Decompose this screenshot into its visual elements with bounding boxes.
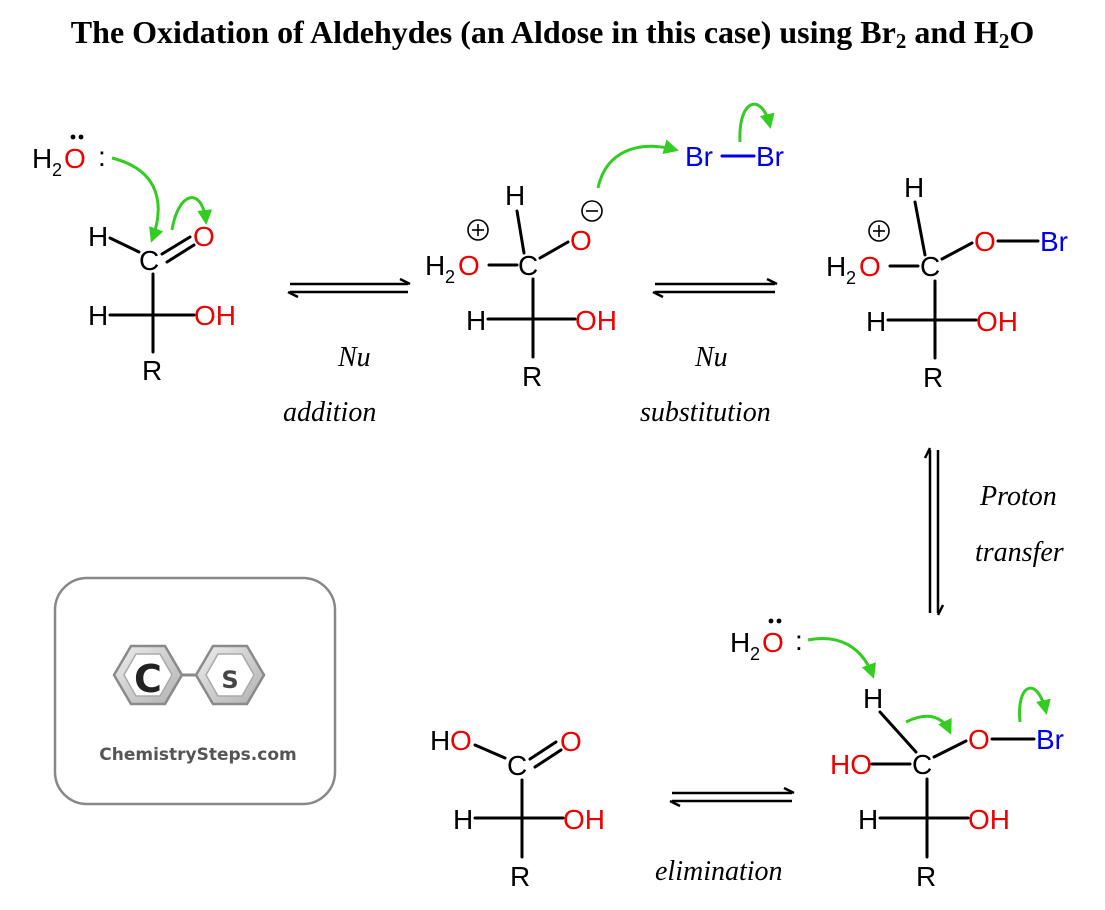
- plus-charge: [868, 220, 890, 242]
- plus-charge: [467, 219, 489, 241]
- step-label: elimination: [655, 856, 783, 887]
- logo-c-letter: C: [134, 657, 162, 701]
- water-subscript: 2: [846, 268, 856, 288]
- water-subscript: 2: [52, 160, 62, 180]
- lone-pair-dot: [78, 134, 84, 140]
- central-carbon: C: [518, 250, 538, 281]
- bond: [528, 740, 558, 761]
- lone-pair-dot: [768, 618, 774, 624]
- curved-arrow: [738, 102, 775, 143]
- equilibrium-arrow: [287, 277, 411, 299]
- r-group: R: [522, 361, 542, 392]
- oxygen: O: [974, 226, 996, 257]
- carbonyl-oxygen: O: [193, 221, 215, 252]
- logo-website: ChemistrySteps.com: [99, 745, 296, 765]
- chemistrysteps-logo: C S ChemistrySteps.com: [53, 576, 337, 806]
- equilibrium-arrow: [652, 277, 778, 299]
- bromine-atom: Br: [1036, 724, 1064, 755]
- acidic-h: H: [863, 683, 883, 714]
- equilibrium-arrow: [669, 786, 795, 808]
- curved-arrow: [596, 139, 679, 189]
- oxonium-oxygen: O: [859, 251, 881, 282]
- curved-arrow: [905, 714, 952, 735]
- bond: [940, 241, 974, 261]
- step-label: transfer: [975, 537, 1064, 568]
- equilibrium-arrow-vertical: [923, 447, 945, 616]
- bond: [165, 243, 196, 264]
- curved-arrow: [1018, 686, 1051, 723]
- alpha-h: H: [866, 306, 886, 337]
- step-label: addition: [283, 397, 376, 428]
- h-atom: H: [505, 180, 525, 211]
- curved-arrow: [807, 637, 876, 679]
- aldehyde-h: H: [88, 221, 108, 252]
- carboxyl-carbon: C: [507, 750, 527, 781]
- water-h: H: [730, 627, 750, 658]
- bromine-atom: Br: [1040, 226, 1068, 257]
- oxonium-oxygen: O: [458, 250, 480, 281]
- water-h: H: [826, 251, 846, 282]
- water-subscript: 2: [750, 644, 760, 664]
- step-label: Proton: [979, 481, 1057, 512]
- central-carbon: C: [912, 749, 932, 780]
- tetrahedral-intermediate: H H 2 O C O H OH R Br Br: [425, 102, 784, 392]
- alpha-h: H: [88, 300, 108, 331]
- hydroxyl: HO: [830, 749, 872, 780]
- bond: [515, 209, 526, 255]
- water-oxygen: O: [762, 627, 784, 658]
- minus-charge: [581, 200, 603, 222]
- r-group: R: [916, 861, 936, 892]
- hydroxyl: OH: [563, 804, 605, 835]
- alkoxide-oxygen: O: [570, 225, 592, 256]
- curved-arrow: [111, 156, 164, 243]
- water-h: H: [425, 250, 445, 281]
- hydroxyl: OH: [968, 804, 1010, 835]
- step-label: Nu: [337, 342, 371, 373]
- lone-pair-dot: [70, 134, 76, 140]
- curved-arrow: [170, 196, 213, 231]
- lone-pair: :: [98, 141, 106, 172]
- r-group: R: [142, 355, 162, 386]
- logo-frame: [53, 576, 337, 806]
- bond: [533, 748, 563, 769]
- bond: [913, 200, 927, 257]
- h-atom: H: [904, 172, 924, 203]
- step-label: substitution: [640, 397, 771, 428]
- bromate-intermediate: H H 2 O C O Br H OH R: [826, 172, 1068, 393]
- bond: [878, 710, 918, 754]
- alpha-h: H: [466, 305, 486, 336]
- hydroxyl: OH: [575, 305, 617, 336]
- bond: [538, 240, 570, 260]
- bond: [108, 236, 141, 254]
- bromine-atom: Br: [685, 141, 713, 172]
- water-h: H: [32, 143, 52, 174]
- diagram-title: The Oxidation of Aldehydes (an Aldose in…: [70, 14, 1035, 53]
- acid-h: H: [430, 725, 450, 756]
- step-label: Nu: [694, 342, 728, 373]
- r-group: R: [510, 861, 530, 892]
- lone-pair: :: [795, 625, 803, 656]
- bromine-atom: Br: [756, 141, 784, 172]
- hydroxyl: OH: [194, 300, 236, 331]
- r-group: R: [923, 362, 943, 393]
- water-oxygen: O: [64, 143, 86, 174]
- bond: [932, 739, 968, 759]
- oxygen: O: [968, 724, 990, 755]
- carboxylic-acid-product: H O C O H OH R: [430, 725, 605, 892]
- hydroxyl: OH: [976, 306, 1018, 337]
- bond: [473, 743, 507, 760]
- central-carbon: C: [920, 251, 940, 282]
- neutral-intermediate: H 2 O : H HO C O Br H OH R: [730, 618, 1064, 892]
- lone-pair-dot: [776, 618, 782, 624]
- logo-s-letter: S: [221, 666, 238, 694]
- carbonyl-carbon: C: [139, 245, 159, 276]
- alpha-h: H: [453, 804, 473, 835]
- carbonyl-oxygen: O: [560, 726, 582, 757]
- water-subscript: 2: [445, 267, 455, 287]
- aldehyde-structure: H 2 O : H C O H OH R: [32, 134, 236, 386]
- alpha-h: H: [858, 804, 878, 835]
- acid-oxygen: O: [450, 725, 472, 756]
- bond: [160, 235, 192, 256]
